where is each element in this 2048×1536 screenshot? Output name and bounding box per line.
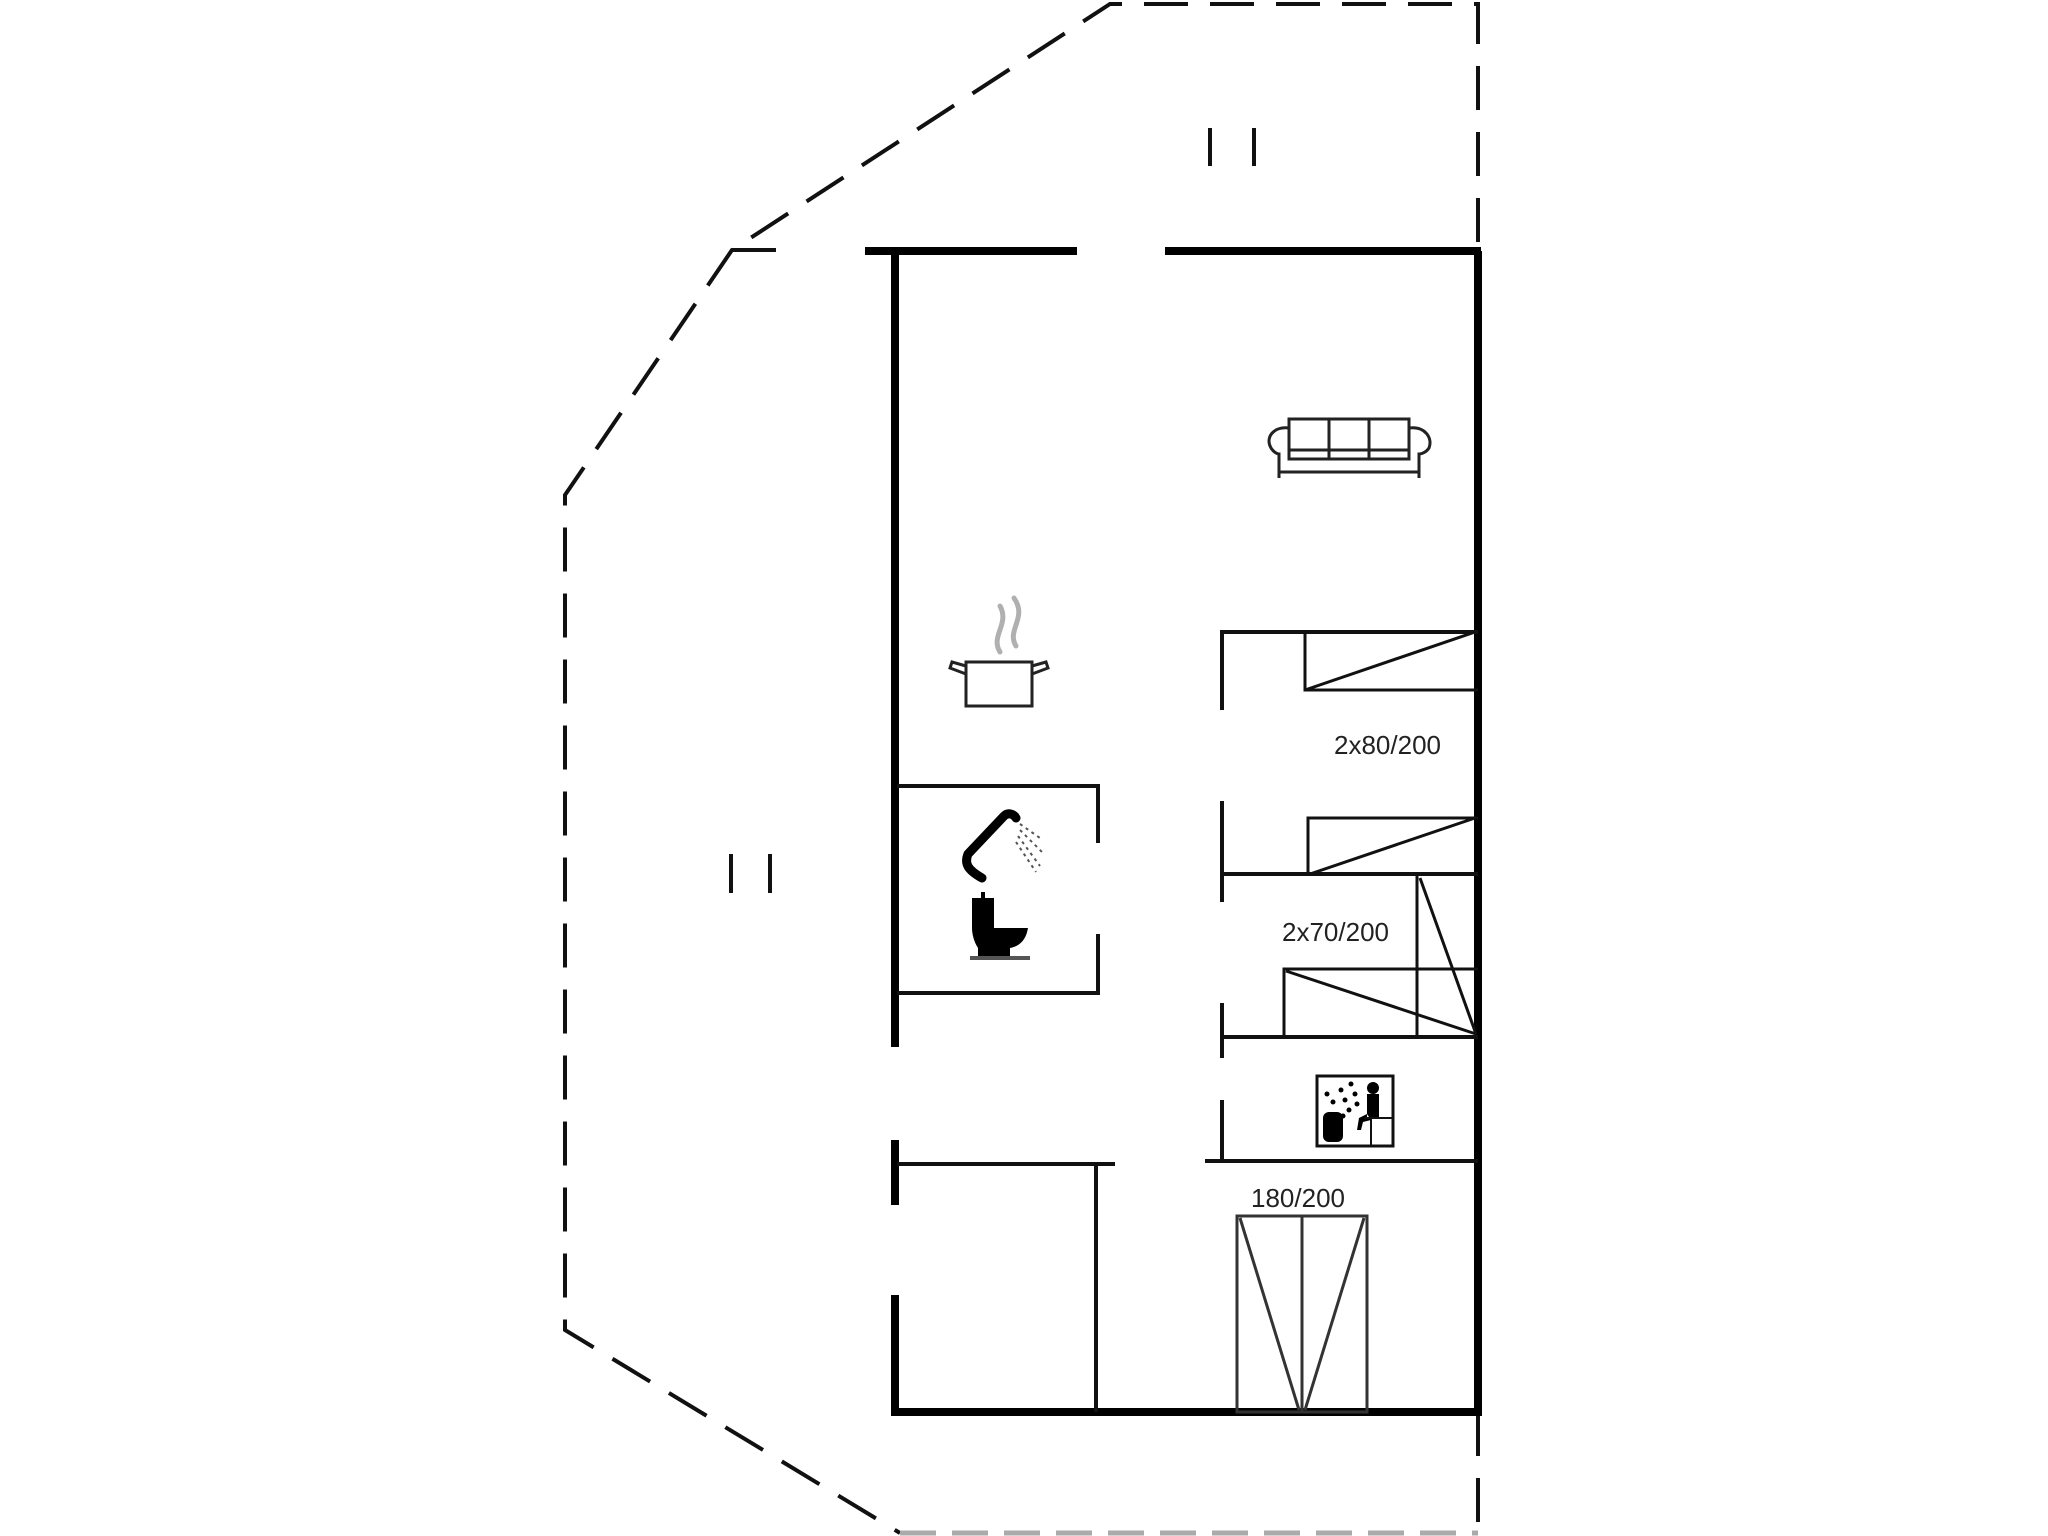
terrace-marker-top	[1208, 128, 1256, 166]
interior-walls	[897, 630, 1478, 1412]
bed-size-label-180: 180/200	[1251, 1183, 1345, 1213]
bed-180	[1235, 1214, 1369, 1414]
cooking-pot-icon	[948, 595, 1050, 708]
sofa-icon	[1267, 417, 1432, 478]
bed-2x70	[1282, 876, 1478, 1037]
exterior-walls	[865, 247, 1482, 1416]
bed-size-label-2x70: 2x70/200	[1282, 917, 1389, 947]
bed-2x80-top	[1303, 630, 1478, 692]
terrace-outline	[563, 2, 1480, 1536]
toilet-icon	[970, 892, 1030, 960]
sauna-icon	[1315, 1074, 1395, 1148]
terrace-marker-left	[729, 854, 772, 893]
bed-size-label-2x80: 2x80/200	[1334, 730, 1441, 760]
shower-icon	[962, 809, 1043, 883]
bed-2x80-bottom	[1306, 816, 1478, 876]
